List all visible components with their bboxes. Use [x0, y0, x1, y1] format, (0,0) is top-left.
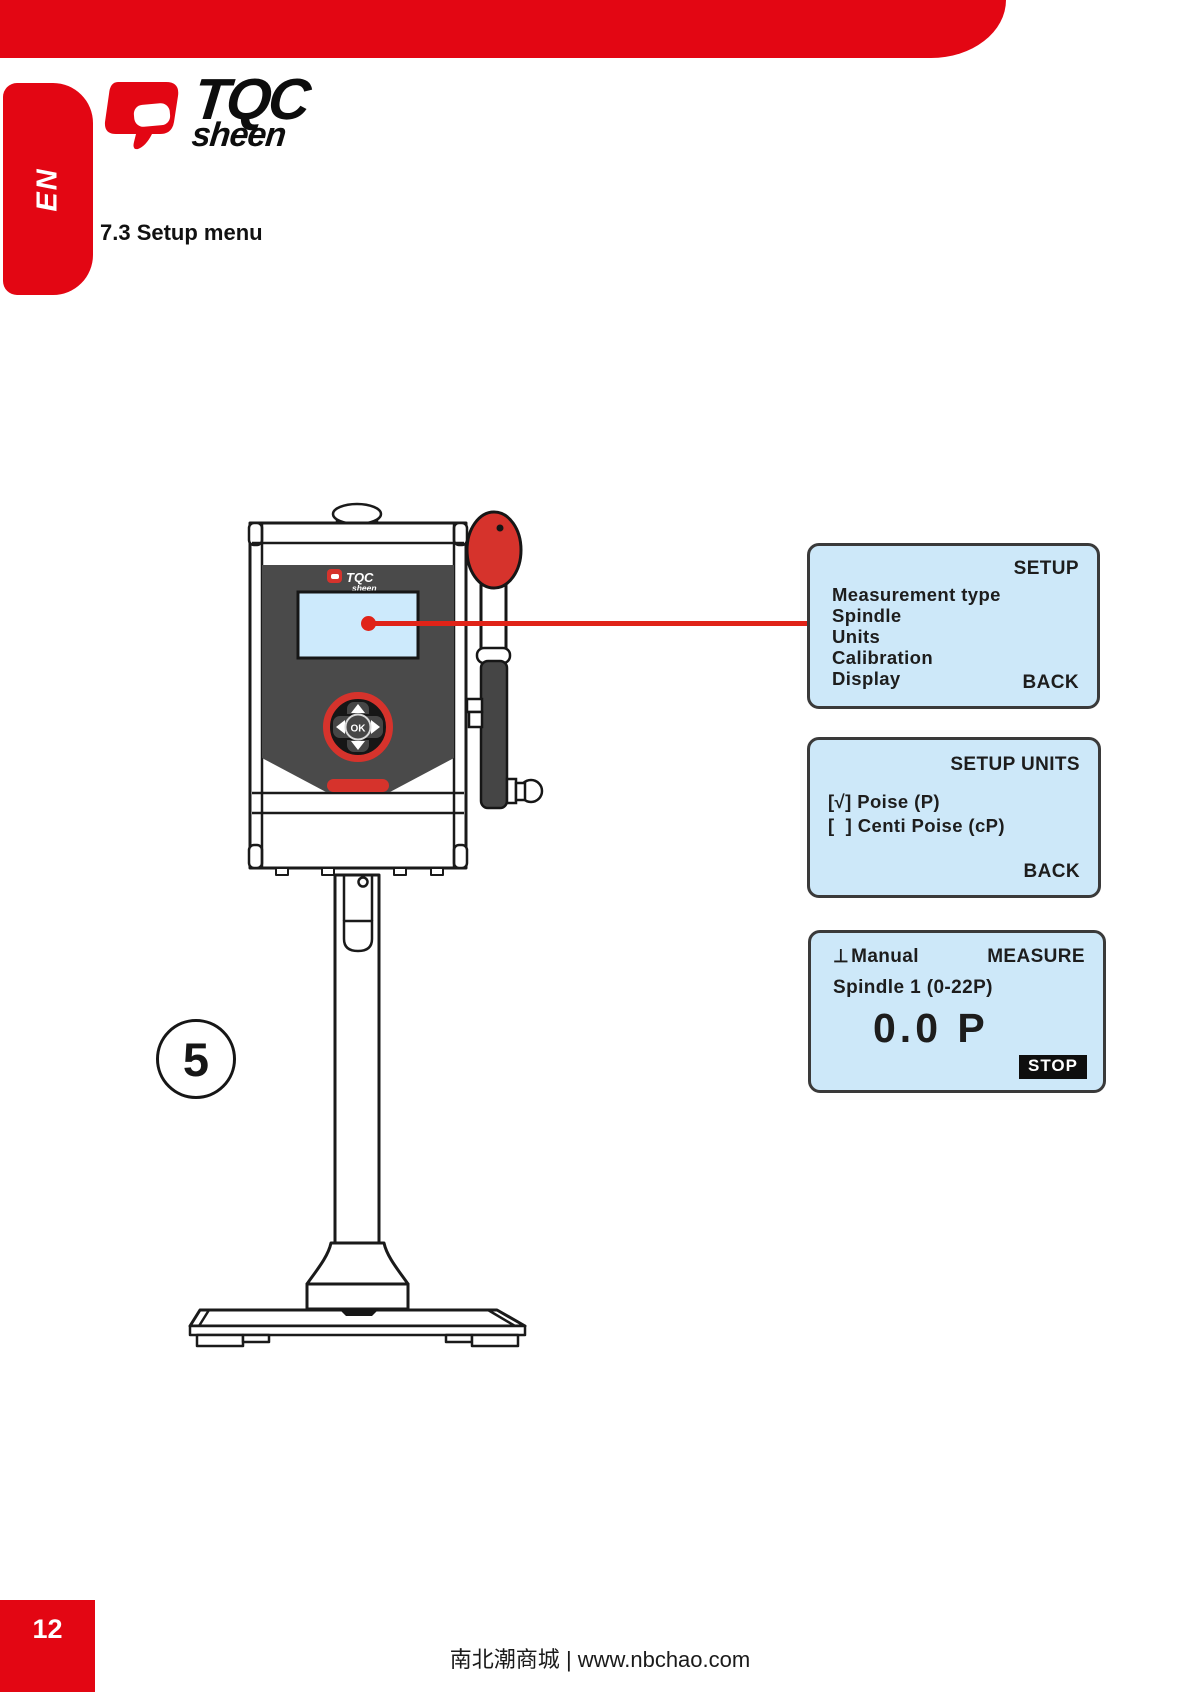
- brand-logo: TQC sheen: [104, 67, 364, 154]
- measure-value: 0.0 P: [873, 1005, 989, 1051]
- measure-mode-label: Manual: [851, 946, 919, 967]
- measure-spindle-label: Spindle 1 (0-22P): [833, 977, 993, 998]
- setup-menu-item: Measurement type: [832, 584, 1001, 605]
- device-logo-primary: TQC: [346, 570, 374, 585]
- dpad-right-arrow-icon: [371, 720, 380, 734]
- setup-menu-items: Measurement type Spindle Units Calibrati…: [832, 584, 1001, 689]
- brand-logo-secondary: sheen: [190, 116, 288, 154]
- top-banner: [0, 0, 1006, 58]
- setup-menu-item: Display: [832, 668, 901, 689]
- screen-setup: SETUP Measurement type Spindle Units Cal…: [807, 543, 1100, 709]
- screen-measure-title: MEASURE: [987, 946, 1085, 967]
- dpad-left-arrow-icon: [336, 720, 345, 734]
- section-heading: 7.3 Setup menu: [100, 220, 263, 245]
- screen-units-title: SETUP UNITS: [950, 754, 1080, 775]
- lever-knob: [465, 510, 523, 590]
- screen-units: SETUP UNITS [√] Poise (P) [ ] Centi Pois…: [807, 737, 1101, 898]
- device-lever: [465, 510, 544, 810]
- page-number: 12: [32, 1614, 63, 1644]
- page-number-box: 12: [0, 1600, 95, 1692]
- ok-button: [344, 713, 372, 741]
- footer: 南北潮商城 | www.nbchao.com: [0, 1642, 1200, 1674]
- measure-mode: ⊥Manual: [833, 946, 919, 968]
- figure-number: 5: [182, 1032, 210, 1086]
- setup-menu-item: Calibration: [832, 647, 934, 668]
- footer-link[interactable]: www.nbchao.com: [577, 1647, 751, 1672]
- footer-site-name: 南北潮商城: [449, 1647, 560, 1672]
- screen-setup-back: BACK: [1022, 672, 1079, 693]
- units-option-label: Centi Poise (cP): [857, 815, 1005, 836]
- callout-line: [368, 621, 808, 626]
- measure-header-row: ⊥Manual MEASURE: [833, 946, 1085, 968]
- units-option: [√] Poise (P): [828, 790, 1005, 814]
- units-option: [ ] Centi Poise (cP): [828, 814, 1005, 838]
- dpad-up-arrow-icon: [351, 704, 365, 713]
- language-tab: EN: [3, 83, 93, 295]
- setup-menu-item: Units: [832, 626, 881, 647]
- device-knob: [331, 502, 383, 526]
- dpad-down-arrow-icon: [351, 741, 365, 750]
- callout-dot: [361, 616, 376, 631]
- screen-measure: ⊥Manual MEASURE Spindle 1 (0-22P) 0.0 P …: [808, 930, 1106, 1093]
- checkbox-checked-icon: [√]: [828, 791, 852, 812]
- screen-units-back: BACK: [1023, 861, 1080, 882]
- units-option-label: Poise (P): [857, 791, 940, 812]
- brand-logo-mark-icon: [104, 82, 179, 150]
- screen-setup-title: SETUP: [1013, 558, 1079, 579]
- checkbox-unchecked-icon: [ ]: [828, 815, 853, 836]
- units-options: [√] Poise (P) [ ] Centi Poise (cP): [828, 790, 1005, 838]
- setup-menu-item: Spindle: [832, 605, 902, 626]
- spindle-ground-icon: ⊥: [833, 946, 850, 966]
- stop-badge: STOP: [1019, 1055, 1087, 1079]
- device-illustration: TQC sheen OK: [188, 502, 544, 1348]
- device-logo: TQC sheen: [327, 569, 377, 593]
- language-tab-label: EN: [31, 166, 64, 212]
- figure-number-badge: 5: [156, 1019, 236, 1099]
- stand-foot: [305, 1241, 410, 1286]
- device-bottom-pill: [327, 779, 389, 792]
- device-dpad: OK: [323, 692, 393, 762]
- lever-sleeve: [479, 659, 509, 810]
- device-stand: [188, 867, 527, 1348]
- footer-divider: |: [565, 1647, 572, 1672]
- ok-button-label: OK: [351, 724, 367, 735]
- device-logo-secondary: sheen: [352, 583, 377, 593]
